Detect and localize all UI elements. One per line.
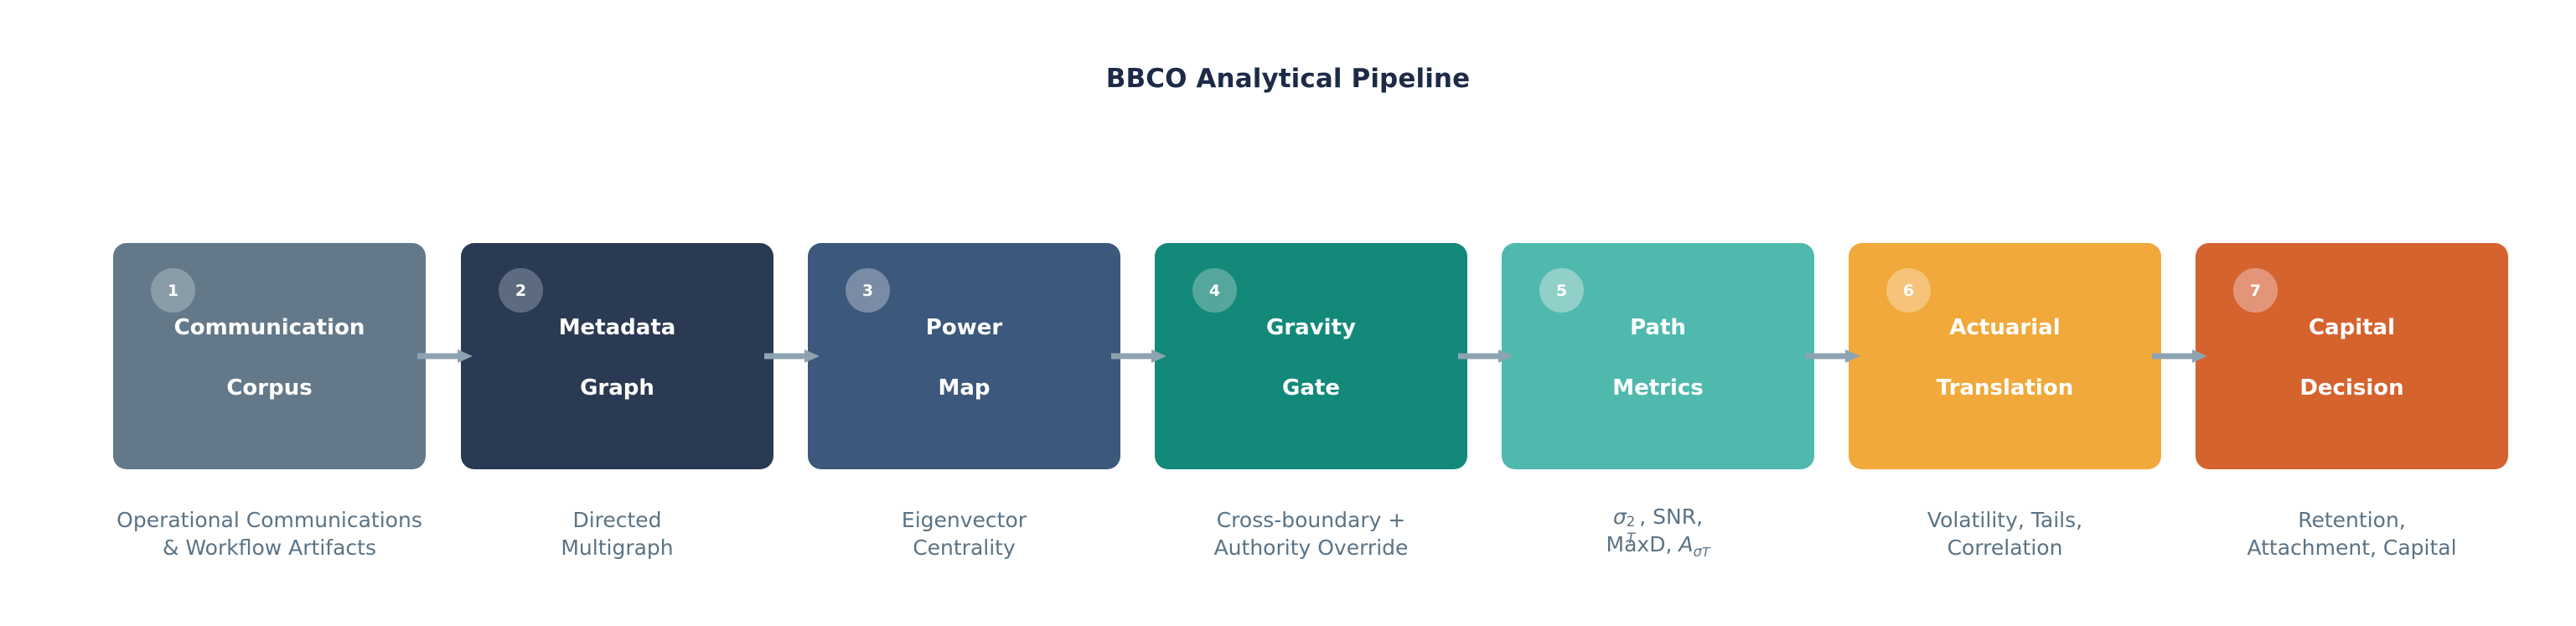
pipeline-stage-2[interactable]: 2 Metadata Graph — [461, 243, 773, 469]
stage-caption-7: Retention, Attachment, Capital — [2196, 506, 2508, 561]
stage-label-line1-5: Path — [1630, 315, 1686, 340]
stage-label-line1-3: Power — [925, 315, 1003, 340]
stage-number-2: 2 — [515, 281, 527, 300]
stage-caption-4: Cross-boundary + Authority Override — [1155, 506, 1467, 561]
stage-caption-line2-6: Correlation — [1947, 535, 2063, 560]
pipeline-stage-6[interactable]: 6 Actuarial Translation — [1849, 243, 2161, 469]
stage-number-badge-1: 1 — [151, 268, 195, 313]
stage-label-line2-5: Metrics — [1612, 375, 1704, 401]
stage-caption-line1-4: Cross-boundary + — [1216, 508, 1406, 532]
stage-label-line2-4: Gate — [1282, 375, 1340, 401]
stage-number-badge-2: 2 — [499, 268, 543, 313]
stage-caption-line1-6: Volatility, Tails, — [1927, 508, 2083, 532]
stage-caption-line1-7: Retention, — [2298, 508, 2406, 532]
sigma-symbol: σ — [1612, 504, 1627, 529]
pipeline-stage-7[interactable]: 7 Capital Decision — [2196, 243, 2508, 469]
stage-caption-1: Operational Communications & Workflow Ar… — [113, 506, 426, 561]
authority-subscript-sigma: σ — [1693, 544, 1702, 560]
snr-term: SNR — [1653, 504, 1697, 529]
stage-number-1: 1 — [167, 281, 179, 300]
stage-label-line2-6: Translation — [1936, 375, 2074, 401]
stage-number-3: 3 — [861, 281, 874, 300]
stage-caption-line2-4: Authority Override — [1213, 535, 1409, 560]
stage-caption-2: Directed Multigraph — [461, 506, 773, 561]
stage-number-badge-6: 6 — [1886, 268, 1931, 313]
stage-caption-line1-2: Directed — [572, 508, 662, 532]
stage-number-4: 4 — [1208, 281, 1221, 300]
stage-number-badge-3: 3 — [846, 268, 890, 313]
sigma-superscript: 2 — [1626, 514, 1636, 530]
stage-label-line1-7: Capital — [2308, 315, 2396, 340]
stage-label-line2-3: Map — [938, 375, 991, 401]
stage-caption-6: Volatility, Tails, Correlation — [1849, 506, 2161, 561]
stage-label-line1-6: Actuarial — [1949, 315, 2061, 340]
pipeline-stage-1[interactable]: 1 Communication Corpus — [113, 243, 426, 469]
authority-symbol: A — [1679, 532, 1694, 556]
pipeline-stage-4[interactable]: 4 Gravity Gate — [1155, 243, 1467, 469]
sigma-subscript: T — [1627, 530, 1636, 546]
pipeline-stage-row: 1 Communication Corpus 2 Metadata Graph … — [113, 243, 2508, 469]
stage-label-line1-1: Communication — [173, 315, 365, 340]
stage-caption-line2-7: Attachment, Capital — [2247, 535, 2457, 560]
stage-number-badge-4: 4 — [1192, 268, 1237, 313]
stage-label-line2-1: Corpus — [226, 375, 313, 401]
stage-label-line2-2: Graph — [580, 375, 654, 401]
pipeline-stage-3[interactable]: 3 Power Map — [808, 243, 1120, 469]
stage-caption-line2-1: & Workflow Artifacts — [162, 535, 376, 560]
stage-caption-3: Eigenvector Centrality — [808, 506, 1120, 561]
stage-number-7: 7 — [2249, 281, 2262, 300]
stage-caption-line1-1: Operational Communications — [116, 508, 422, 532]
stage-label-line2-7: Decision — [2299, 375, 2404, 401]
stage-caption-line2-3: Centrality — [913, 535, 1016, 560]
pipeline-stage-5[interactable]: 5 Path Metrics — [1502, 243, 1814, 469]
stage-caption-line1-3: Eigenvector — [901, 508, 1027, 532]
stage-number-badge-7: 7 — [2233, 268, 2278, 313]
stage-number-badge-5: 5 — [1539, 268, 1584, 313]
page-title: BBCO Analytical Pipeline — [1105, 64, 1471, 94]
stage-label-line1-4: Gravity — [1266, 315, 1356, 340]
maxd-term: MaxD — [1606, 532, 1666, 556]
stage-number-6: 6 — [1902, 281, 1915, 300]
authority-subscript-t: T — [1701, 545, 1710, 560]
stage-caption-line2-2: Multigraph — [561, 535, 674, 560]
stage-caption-line2-5: MaxD, AσT — [1606, 532, 1710, 560]
stage-number-5: 5 — [1555, 281, 1568, 300]
stage-label-line1-2: Metadata — [558, 315, 676, 340]
